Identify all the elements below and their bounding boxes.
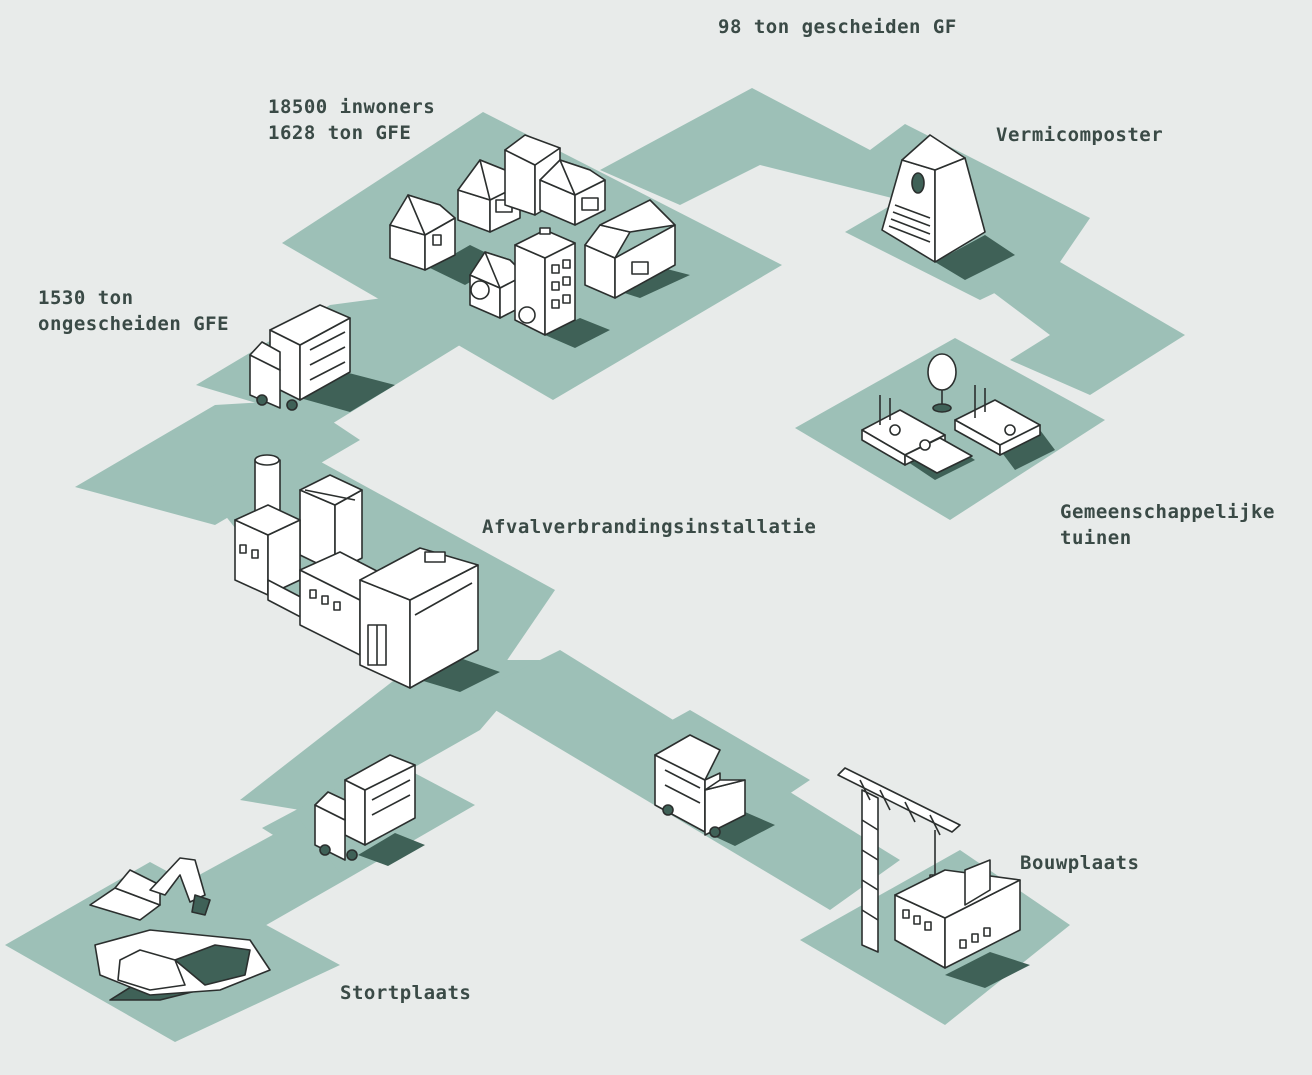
label-stortplaats-text: Stortplaats <box>340 982 472 1004</box>
label-ongescheiden-1: 1530 ton <box>38 287 134 309</box>
label-vermicomposter: Vermicomposter <box>996 122 1163 148</box>
building-icon <box>894 859 1030 988</box>
vermicomposter-icon <box>881 134 1015 280</box>
excavator-icon <box>89 857 271 1001</box>
garden-beds-icon <box>861 353 1055 480</box>
path-incinerator-to-stort <box>240 660 540 815</box>
label-ongescheiden-2: ongescheiden GFE <box>38 313 230 335</box>
label-gescheiden-gf: 98 ton gescheiden GF <box>718 14 957 40</box>
label-ongescheiden: 1530 ton ongescheiden GFE <box>38 285 229 337</box>
label-bouwplaats: Bouwplaats <box>1020 850 1139 876</box>
houses-icon <box>389 134 690 348</box>
label-stortplaats: Stortplaats <box>340 980 471 1006</box>
label-tuinen: Gemeenschappelijke tuinen <box>1060 499 1275 551</box>
label-inwoners: 18500 inwoners <box>268 96 436 118</box>
label-tuinen-2: tuinen <box>1060 527 1132 549</box>
truck-icon <box>654 734 775 846</box>
truck-icon <box>314 754 425 866</box>
label-vermicomposter-text: Vermicomposter <box>996 124 1164 146</box>
truck-icon <box>249 304 395 412</box>
incinerator-icon <box>234 454 500 692</box>
path-truck-to-incinerator <box>75 400 360 525</box>
label-afvalverbranding: Afvalverbrandingsinstallatie <box>482 514 816 540</box>
path-gardens-plot <box>795 338 1105 520</box>
label-tuinen-1: Gemeenschappelijke <box>1060 501 1275 523</box>
label-afvalverbranding-text: Afvalverbrandingsinstallatie <box>482 516 817 538</box>
crane-icon <box>837 767 961 953</box>
label-bouwplaats-text: Bouwplaats <box>1020 852 1140 874</box>
label-gescheiden-gf-text: 98 ton gescheiden GF <box>718 16 957 38</box>
label-village: 18500 inwoners 1628 ton GFE <box>268 94 435 146</box>
path-composter-to-gardens <box>950 260 1185 395</box>
label-gfe: 1628 ton GFE <box>268 122 412 144</box>
